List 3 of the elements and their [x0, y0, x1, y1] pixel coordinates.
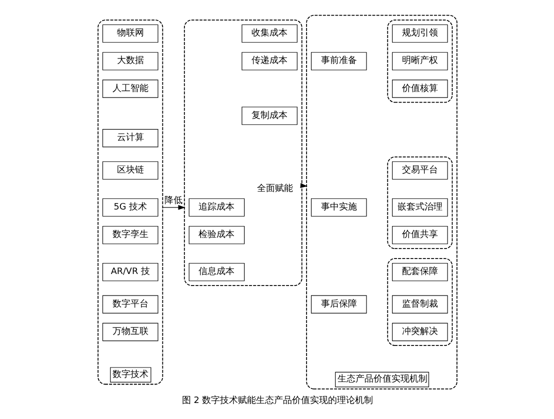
- edge-label: 全面赋能: [256, 184, 292, 194]
- edge-label: 降低: [164, 196, 182, 206]
- caption: 图 2 数字技术赋能生态产品价值实现的理论机制: [181, 396, 373, 406]
